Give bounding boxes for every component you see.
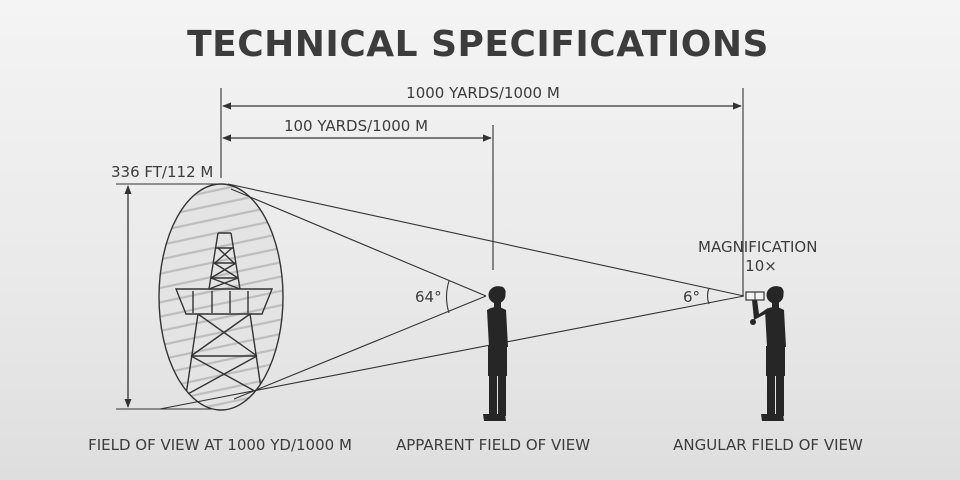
- short-distance-label: 100 YARDS/1000 M: [284, 117, 428, 135]
- person-icon: [483, 286, 508, 421]
- caption-field-of-view: FIELD OF VIEW AT 1000 YD/1000 M: [88, 436, 352, 454]
- caption-angular-field: ANGULAR FIELD OF VIEW: [673, 436, 863, 454]
- field-of-view-ellipse: [158, 183, 284, 411]
- magnification-label: MAGNIFICATION: [698, 238, 817, 256]
- tower-icon: [174, 232, 274, 396]
- apparent-sightline-bottom: [233, 295, 487, 400]
- magnification-value: 10×: [745, 257, 777, 275]
- page-title: TECHNICAL SPECIFICATIONS: [187, 24, 769, 65]
- angular-angle-arc: [706, 287, 710, 305]
- angular-angle-label: 6°: [683, 288, 700, 306]
- caption-apparent-field: APPARENT FIELD OF VIEW: [396, 436, 590, 454]
- angular-sightline-bottom: [159, 295, 745, 410]
- apparent-angle-arc: [445, 280, 450, 314]
- long-distance-label: 1000 YARDS/1000 M: [406, 84, 560, 102]
- height-label: 336 FT/112 M: [111, 163, 213, 181]
- apparent-sightline-top: [230, 188, 487, 297]
- apparent-angle-label: 64°: [415, 288, 442, 306]
- person-with-binoculars-icon: [750, 286, 786, 421]
- binoculars-icon: [745, 291, 765, 301]
- angular-sightline-top: [227, 183, 745, 297]
